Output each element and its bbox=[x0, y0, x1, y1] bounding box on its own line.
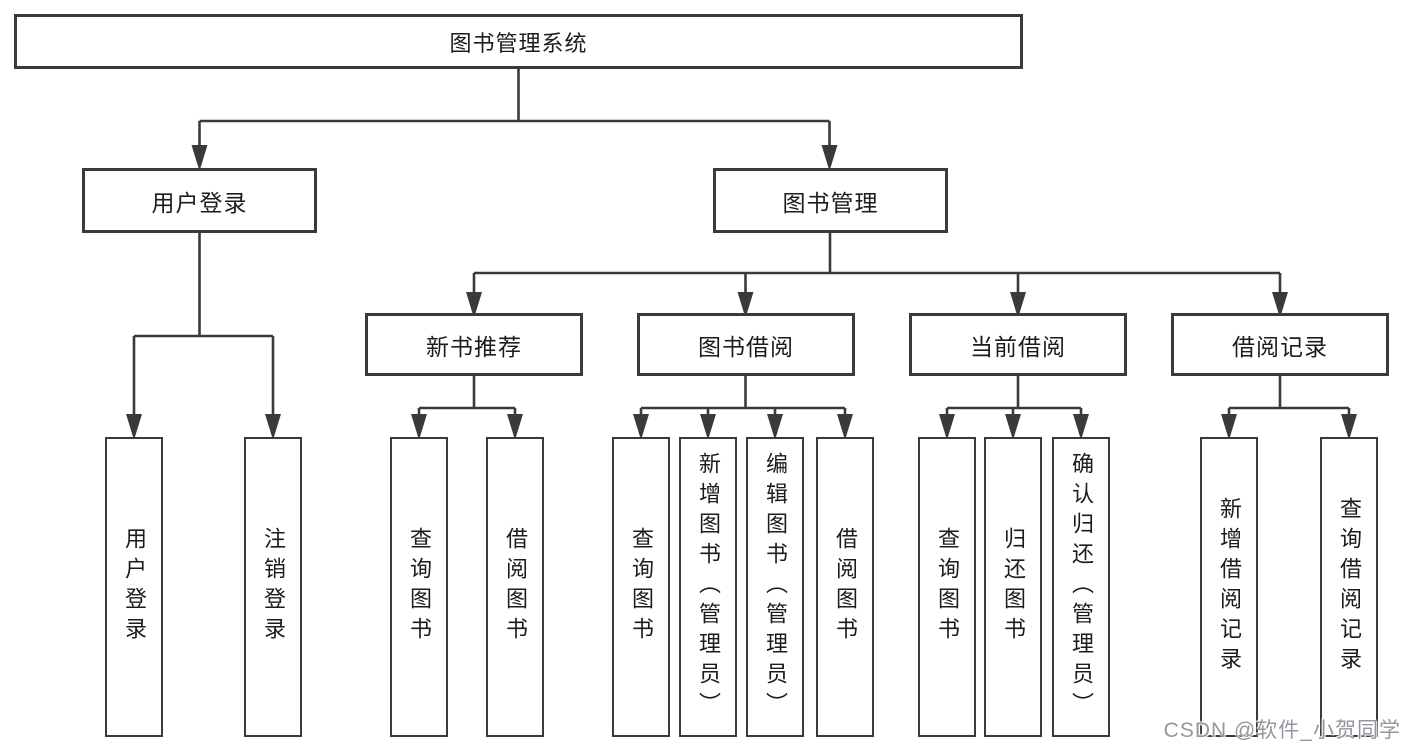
leaf-query-books-borrow: 查询图书 bbox=[612, 437, 670, 737]
csdn-watermark: CSDN @软件_小贺同学 bbox=[1163, 719, 1401, 742]
leaf-label: 注销登录 bbox=[261, 527, 286, 647]
connector-book-management bbox=[472, 233, 1282, 293]
leaf-logout: 注销登录 bbox=[244, 437, 302, 737]
node-new-book-recommend: 新书推荐 bbox=[365, 313, 583, 376]
leaf-label: 查询借阅记录 bbox=[1337, 497, 1362, 677]
leaf-confirm-return-admin: 确认归还（管理员） bbox=[1052, 437, 1110, 737]
leaf-label: 查询图书 bbox=[407, 527, 432, 647]
leaf-user-login: 用户登录 bbox=[105, 437, 163, 737]
node-user-login: 用户登录 bbox=[82, 168, 317, 233]
leaf-label: 新增借阅记录 bbox=[1217, 497, 1242, 677]
leaf-return-books: 归还图书 bbox=[984, 437, 1042, 737]
leaf-label: 新增图书（管理员） bbox=[696, 452, 721, 722]
leaf-borrow-books: 借阅图书 bbox=[816, 437, 874, 737]
leaf-add-books-admin: 新增图书（管理员） bbox=[679, 437, 737, 737]
leaf-edit-books-admin: 编辑图书（管理员） bbox=[746, 437, 804, 737]
node-book-borrow: 图书借阅 bbox=[637, 313, 855, 376]
connector-current-borrow bbox=[945, 376, 1083, 415]
node-library-system: 图书管理系统 bbox=[14, 14, 1023, 69]
node-book-management: 图书管理 bbox=[713, 168, 948, 233]
leaf-query-books-current: 查询图书 bbox=[918, 437, 976, 737]
leaf-label: 用户登录 bbox=[122, 527, 147, 647]
leaf-query-borrow-record: 查询借阅记录 bbox=[1320, 437, 1378, 737]
leaf-label: 借阅图书 bbox=[833, 527, 858, 647]
leaf-label: 归还图书 bbox=[1001, 527, 1026, 647]
leaf-label: 编辑图书（管理员） bbox=[763, 452, 788, 722]
connector-borrow-records bbox=[1227, 376, 1351, 415]
node-borrow-records: 借阅记录 bbox=[1171, 313, 1389, 376]
leaf-label: 借阅图书 bbox=[503, 527, 528, 647]
leaf-borrow-books-recommend: 借阅图书 bbox=[486, 437, 544, 737]
connector-root bbox=[198, 69, 831, 146]
leaf-label: 确认归还（管理员） bbox=[1069, 452, 1094, 722]
connector-book-borrow bbox=[639, 376, 847, 415]
leaf-label: 查询图书 bbox=[935, 527, 960, 647]
leaf-query-books-recommend: 查询图书 bbox=[390, 437, 448, 737]
connector-user-login bbox=[132, 233, 275, 415]
node-current-borrow: 当前借阅 bbox=[909, 313, 1127, 376]
leaf-add-borrow-record: 新增借阅记录 bbox=[1200, 437, 1258, 737]
leaf-label: 查询图书 bbox=[629, 527, 654, 647]
connector-new-book-recommend bbox=[417, 376, 517, 415]
